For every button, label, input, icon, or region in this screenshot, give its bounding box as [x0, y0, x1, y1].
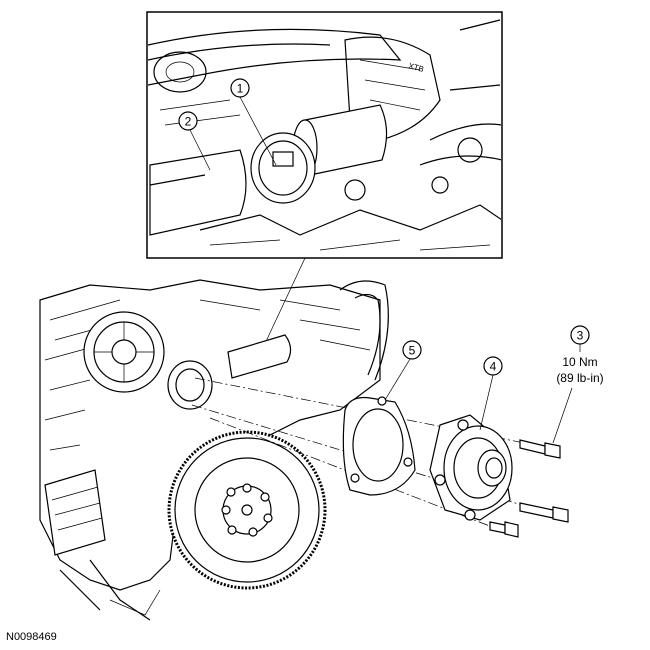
detail-inset: XTB 1 2: [146, 11, 503, 259]
bolts: [489, 439, 569, 538]
engine-assembly: [39, 279, 389, 621]
callout-4: 4: [479, 356, 503, 431]
callout-1-leader: [239, 96, 277, 166]
callout-1-circle: [230, 78, 250, 98]
callout-5-number: 5: [409, 344, 416, 358]
callout-3-torque-alt: (89 lb-in): [556, 371, 603, 385]
callout-4-leader: [479, 374, 494, 431]
callout-5-leader: [384, 358, 411, 401]
callout-5-circle: [402, 340, 422, 360]
housing-marking: XTB: [407, 61, 424, 74]
callout-3-torque: 10 Nm: [562, 355, 597, 369]
callout-3-leader: [552, 387, 573, 444]
callout-2-circle: [178, 111, 198, 131]
callout-1-number: 1: [237, 82, 244, 96]
callout-2-leader: [189, 129, 211, 171]
inset-pointer-line: [261, 257, 306, 351]
flywheel: [167, 430, 327, 590]
callout-3-number: 3: [577, 329, 584, 343]
gasket: [342, 396, 416, 496]
callout-4-number: 4: [490, 360, 497, 374]
callout-3: 3 10 Nm (89 lb-in): [552, 325, 604, 444]
callout-5: 5: [384, 340, 422, 401]
figure-id: N0098469: [6, 631, 57, 643]
water-pump: [429, 414, 513, 521]
callout-2-number: 2: [185, 115, 192, 129]
